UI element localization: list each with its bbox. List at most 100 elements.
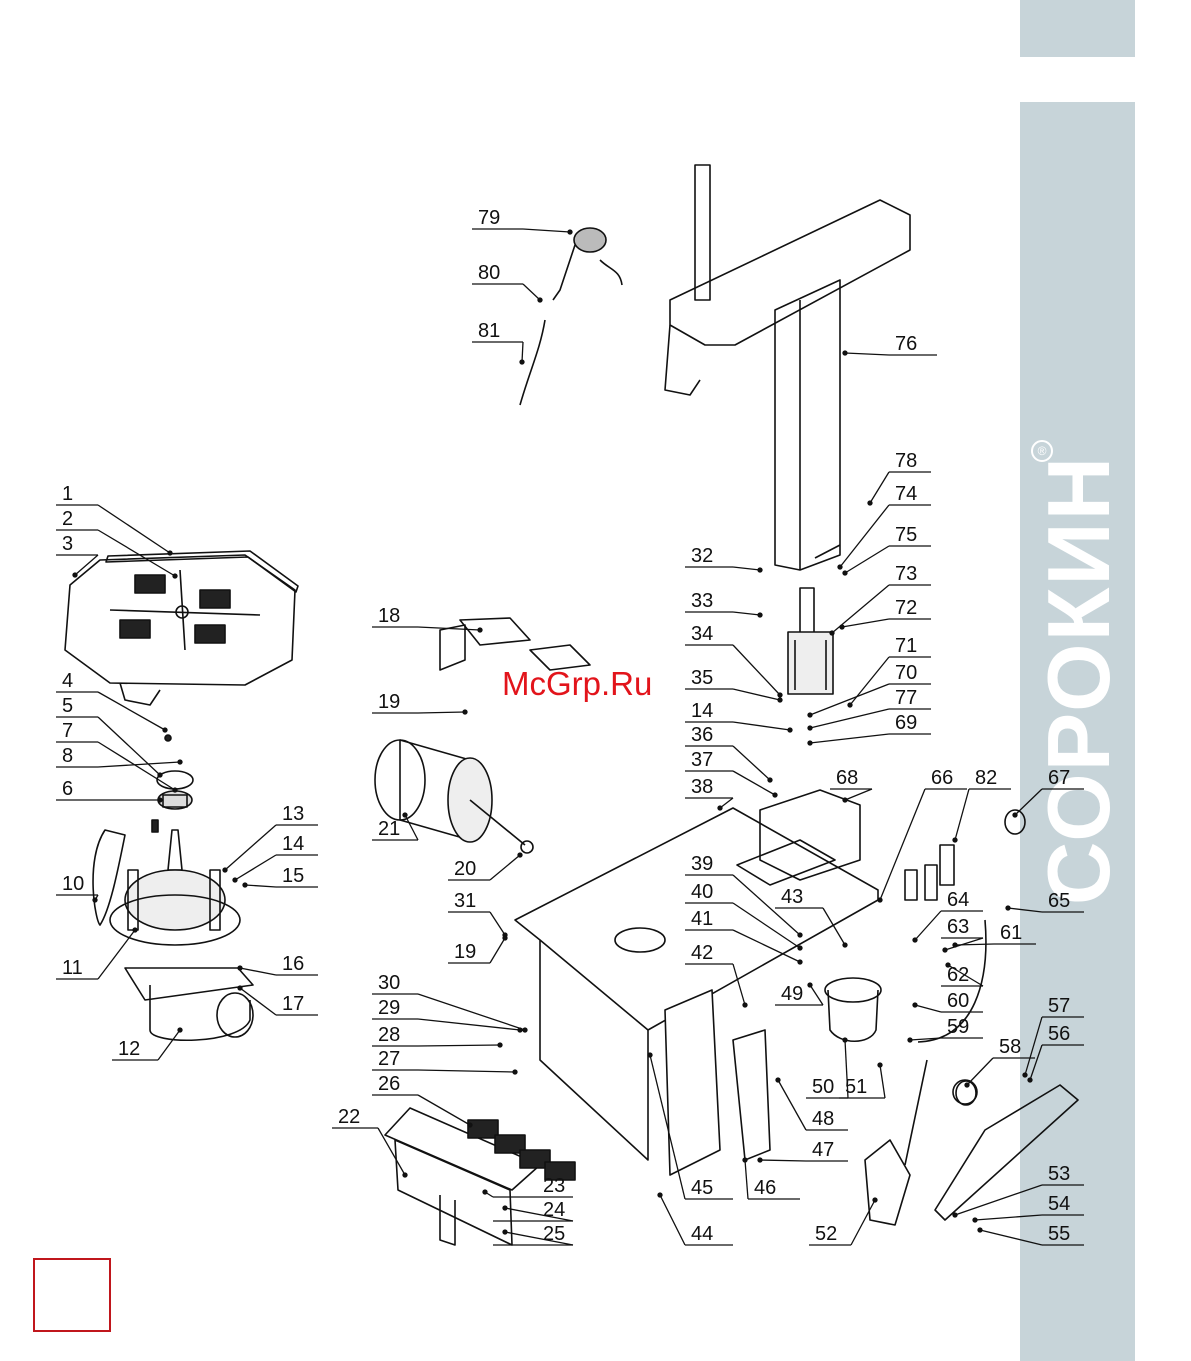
callout-arrowhead xyxy=(1013,813,1017,817)
callout-number: 30 xyxy=(378,972,400,994)
callout-number: 34 xyxy=(691,623,713,645)
callout-number: 67 xyxy=(1048,767,1070,789)
callout-number: 19 xyxy=(378,691,400,713)
callout-leader xyxy=(490,855,520,880)
callout-arrowhead xyxy=(158,798,162,802)
callout-arrowhead xyxy=(878,898,882,902)
callout-number: 28 xyxy=(378,1024,400,1046)
callout-leader xyxy=(845,546,889,573)
callout-labels: 1234578610111213141516171819212022232425… xyxy=(56,207,1084,1245)
callout-number: 22 xyxy=(338,1106,360,1128)
callout-leader xyxy=(980,1230,1042,1245)
callout-number: 55 xyxy=(1048,1223,1070,1245)
callout-number: 77 xyxy=(895,687,917,709)
callout-leader xyxy=(98,762,180,767)
callout-arrowhead xyxy=(868,501,872,505)
callout-leader xyxy=(870,472,889,503)
callout-52: 52 xyxy=(809,1198,877,1245)
callout-number: 75 xyxy=(895,524,917,546)
callout-number: 21 xyxy=(378,818,400,840)
callout-number: 48 xyxy=(812,1108,834,1130)
callout-arrowhead xyxy=(913,938,917,942)
callout-leader xyxy=(832,585,889,633)
callout-number: 71 xyxy=(895,635,917,657)
callout-24: 24 xyxy=(493,1199,573,1221)
callout-number: 74 xyxy=(895,483,917,505)
callout-leader xyxy=(522,342,523,362)
callout-leader xyxy=(823,908,845,945)
callout-arrowhead xyxy=(743,1158,747,1162)
callout-arrowhead xyxy=(873,1198,877,1202)
callout-leader xyxy=(225,825,276,870)
callout-27: 27 xyxy=(372,1048,517,1074)
callout-arrowhead xyxy=(538,298,542,302)
callout-leader xyxy=(845,353,889,355)
callout-number: 80 xyxy=(478,262,500,284)
callout-number: 56 xyxy=(1048,1023,1070,1045)
callout-leader xyxy=(1025,1017,1042,1075)
callout-arrowhead xyxy=(483,1190,487,1194)
callout-arrowhead xyxy=(798,960,802,964)
callout-leader xyxy=(778,1080,806,1130)
callout-leader xyxy=(98,930,135,979)
callout-arrowhead xyxy=(808,983,812,987)
callout-arrowhead xyxy=(518,853,522,857)
callout-20: 20 xyxy=(448,853,522,880)
bracket-drawing xyxy=(733,1030,770,1160)
callout-23: 23 xyxy=(483,1175,573,1197)
lever-drawing xyxy=(865,1060,1078,1225)
callout-leader xyxy=(418,1070,515,1072)
callout-6: 6 xyxy=(56,778,162,802)
callout-arrowhead xyxy=(788,728,792,732)
callout-arrowhead xyxy=(223,868,227,872)
callout-arrowhead xyxy=(468,1123,472,1127)
callout-arrowhead xyxy=(808,741,812,745)
callout-8: 8 xyxy=(56,745,182,767)
callout-arrowhead xyxy=(843,943,847,947)
callout-leader xyxy=(733,722,790,730)
callout-number: 79 xyxy=(478,207,500,229)
callout-arrowhead xyxy=(778,693,782,697)
callout-arrowhead xyxy=(163,728,167,732)
callout-number: 26 xyxy=(378,1073,400,1095)
callout-54: 54 xyxy=(973,1193,1084,1222)
callout-number: 31 xyxy=(454,890,476,912)
callout-arrowhead xyxy=(953,838,957,842)
callout-76: 76 xyxy=(843,333,937,355)
callout-number: 27 xyxy=(378,1048,400,1070)
callout-number: 69 xyxy=(895,712,917,734)
callout-leader xyxy=(955,789,969,840)
callout-72: 72 xyxy=(840,597,931,629)
callout-10: 10 xyxy=(56,873,98,902)
callout-number: 78 xyxy=(895,450,917,472)
callout-number: 58 xyxy=(999,1036,1021,1058)
callout-80: 80 xyxy=(472,262,542,302)
callout-number: 50 xyxy=(812,1076,834,1098)
callout-44: 44 xyxy=(658,1193,733,1245)
callout-arrowhead xyxy=(498,1043,502,1047)
callout-32: 32 xyxy=(685,545,762,572)
callout-arrowhead xyxy=(776,1078,780,1082)
callout-arrowhead xyxy=(913,1003,917,1007)
callout-71: 71 xyxy=(848,635,931,707)
callout-leader xyxy=(98,505,170,553)
callout-leader xyxy=(1008,908,1042,912)
callout-leader xyxy=(418,1019,520,1030)
callout-number: 47 xyxy=(812,1139,834,1161)
callout-leader xyxy=(810,985,823,1005)
bracket-18-drawing xyxy=(440,618,590,670)
callout-arrowhead xyxy=(93,898,97,902)
callout-arrowhead xyxy=(908,1038,912,1042)
hub-drawing xyxy=(152,735,193,832)
callout-number: 15 xyxy=(282,865,304,887)
callout-number: 68 xyxy=(836,767,858,789)
callout-arrowhead xyxy=(520,360,524,364)
callout-63: 63 xyxy=(941,916,983,952)
callout-62: 62 xyxy=(941,963,983,986)
callout-leader xyxy=(1015,789,1042,815)
callout-arrowhead xyxy=(178,760,182,764)
callout-leader xyxy=(760,1160,806,1161)
callout-number: 3 xyxy=(62,533,73,555)
callout-number: 16 xyxy=(282,953,304,975)
callout-7: 7 xyxy=(56,720,177,792)
